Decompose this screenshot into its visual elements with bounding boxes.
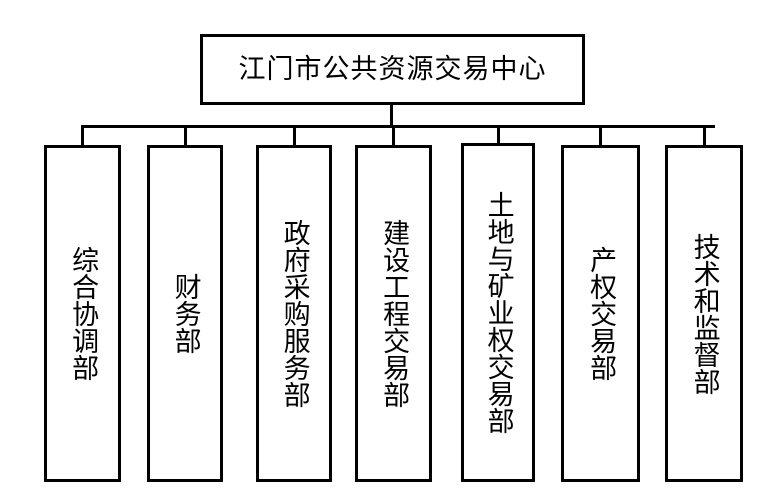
connector-horizontal-bus xyxy=(81,125,715,128)
root-node-label: 江门市公共资源交易中心 xyxy=(238,54,547,85)
department-node-4[interactable]: 建设工程交易部 xyxy=(355,145,432,482)
department-label-1: 综合协调部 xyxy=(67,246,99,381)
connector-drop-6 xyxy=(599,127,602,145)
department-node-1[interactable]: 综合协调部 xyxy=(44,145,121,482)
connector-drop-1 xyxy=(81,127,84,145)
department-label-7: 技术和监督部 xyxy=(688,232,720,395)
department-node-6[interactable]: 产权交易部 xyxy=(561,145,640,482)
connector-drop-3 xyxy=(293,127,296,145)
department-label-2: 财务部 xyxy=(169,273,201,354)
connector-drop-5 xyxy=(497,127,500,143)
department-label-6: 产权交易部 xyxy=(585,246,617,381)
connector-root-stem xyxy=(390,105,393,127)
department-label-4: 建设工程交易部 xyxy=(378,219,410,408)
connector-drop-4 xyxy=(392,127,395,145)
department-label-5: 土地与矿业权交易部 xyxy=(482,191,514,434)
department-label-3: 政府采购服务部 xyxy=(278,219,310,408)
department-node-2[interactable]: 财务部 xyxy=(147,145,223,482)
department-node-7[interactable]: 技术和监督部 xyxy=(665,145,743,482)
department-node-3[interactable]: 政府采购服务部 xyxy=(256,145,332,482)
connector-drop-2 xyxy=(184,127,187,145)
department-node-5[interactable]: 土地与矿业权交易部 xyxy=(461,143,535,482)
connector-drop-7 xyxy=(703,127,706,145)
root-node[interactable]: 江门市公共资源交易中心 xyxy=(200,34,585,105)
